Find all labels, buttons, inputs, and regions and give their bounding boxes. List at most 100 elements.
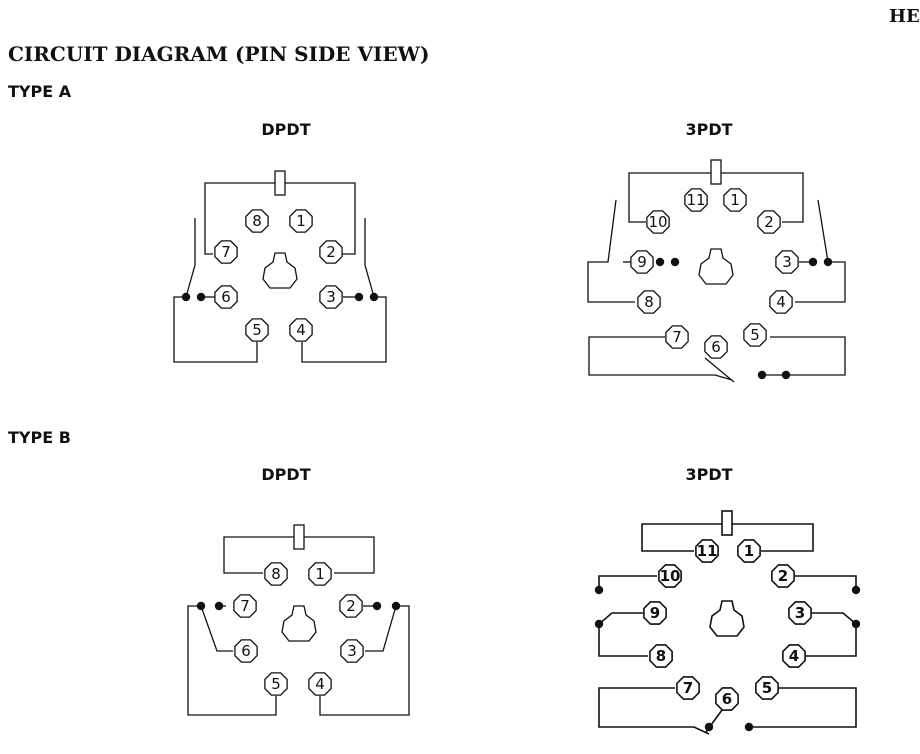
- pin-6-outline: [704, 335, 728, 359]
- contact-dot: [851, 619, 861, 629]
- pin-5-outline: [743, 323, 767, 347]
- pin-10-number: 10: [660, 567, 681, 585]
- right-loop-wire: [301, 296, 387, 363]
- pin-7-outline: [676, 676, 700, 700]
- pin-11-number: 11: [686, 191, 705, 209]
- pin-10-outline: [646, 210, 670, 234]
- pin-1-outline: [308, 562, 332, 586]
- contact-dot: [196, 601, 206, 611]
- pin-6-number: 6: [722, 690, 732, 708]
- contact-dot: [744, 722, 754, 732]
- pin-9-outline: [630, 250, 654, 274]
- pin-5-outline: [245, 318, 269, 342]
- pin-7-number: 7: [221, 243, 231, 261]
- pin-2-number: 2: [778, 567, 788, 585]
- pin-8-outline: [637, 290, 661, 314]
- left-loop-wire: [187, 605, 277, 716]
- pin-8-outline: [245, 209, 269, 233]
- contact-dot: [196, 292, 206, 302]
- pin-11-outline: [684, 188, 708, 212]
- contact-dot: [594, 619, 604, 629]
- coil-wire: [204, 182, 356, 255]
- contact-dot: [851, 585, 861, 595]
- pin-3-arm: [812, 612, 857, 625]
- pin-8-outline: [264, 562, 288, 586]
- pin-3-outline: [340, 639, 364, 663]
- pin-10-number: 10: [648, 213, 667, 231]
- pin-4-number: 4: [789, 647, 799, 665]
- contact-dot: [214, 601, 224, 611]
- contact-dot: [372, 601, 382, 611]
- pin-2-outline: [339, 594, 363, 618]
- type-a-dpdt-label: DPDT: [261, 120, 311, 139]
- relay-coil: [710, 159, 722, 185]
- socket-key: [262, 252, 298, 289]
- pin-1-number: 1: [315, 565, 325, 583]
- coil-return-wire: [204, 206, 213, 255]
- contact-dot: [181, 292, 191, 302]
- pin-6-arm: [704, 357, 735, 383]
- pin-1-number: 1: [730, 191, 740, 209]
- pin-3-outline: [788, 601, 812, 625]
- type-b-dpdt-label: DPDT: [261, 465, 311, 484]
- pin-7-outline: [233, 594, 257, 618]
- pin-1-outline: [289, 209, 313, 233]
- pin-4-number: 4: [315, 675, 325, 693]
- pin-2-outline: [319, 240, 343, 264]
- pin-5-number: 5: [252, 321, 262, 339]
- bottom-left-loop: [598, 687, 710, 735]
- pin-1-number: 1: [296, 212, 306, 230]
- right-upper-loop: [795, 199, 846, 303]
- pin-5-number: 5: [762, 679, 772, 697]
- coil-wire: [628, 172, 804, 223]
- relay-coil: [721, 510, 733, 536]
- pin-5-number: 5: [750, 326, 760, 344]
- type-b-3pdt-label: 3PDT: [685, 465, 733, 484]
- contact-dot: [823, 257, 833, 267]
- contact-dot: [704, 722, 714, 732]
- left-loop-wire: [173, 296, 258, 363]
- pin-4-outline: [769, 290, 793, 314]
- left-contact-arm: [185, 218, 196, 298]
- pin-6-number: 6: [711, 338, 721, 356]
- pin-3-number: 3: [326, 288, 336, 306]
- pin-9-number: 9: [650, 604, 660, 622]
- right-contact-arm: [365, 605, 397, 652]
- pin-6-outline: [715, 687, 739, 711]
- pin-2-outline: [771, 564, 795, 588]
- pin-1-outline: [737, 539, 761, 563]
- pin-8-number: 8: [252, 212, 262, 230]
- type-a-3pdt-label: 3PDT: [685, 120, 733, 139]
- pin-1-number: 1: [744, 542, 754, 560]
- bottom-right-loop: [762, 336, 846, 376]
- bottom-right-loop: [749, 687, 857, 728]
- pin-6-outline: [214, 285, 238, 309]
- pin-8-wire: [598, 624, 648, 657]
- pin-5-outline: [755, 676, 779, 700]
- pin-7-outline: [665, 325, 689, 349]
- pin-2-outline: [757, 210, 781, 234]
- pin-2-number: 2: [326, 243, 336, 261]
- pin-3-number: 3: [782, 253, 792, 271]
- pin-5-number: 5: [271, 675, 281, 693]
- contact-dot: [757, 370, 767, 380]
- socket-key: [698, 248, 734, 285]
- page-title: CIRCUIT DIAGRAM (PIN SIDE VIEW): [8, 42, 430, 66]
- contact-dot: [354, 292, 364, 302]
- right-contact-arm: [364, 218, 375, 298]
- socket-key: [709, 600, 745, 637]
- contact-dot: [369, 292, 379, 302]
- contact-dot: [391, 601, 401, 611]
- pin-8-number: 8: [271, 565, 281, 583]
- pin-9-arm: [598, 612, 643, 625]
- pin-4-number: 4: [776, 293, 786, 311]
- bottom-left-loop: [588, 336, 733, 381]
- pin-5-outline: [264, 672, 288, 696]
- pin-4-outline: [782, 644, 806, 668]
- contact-dot: [594, 585, 604, 595]
- pin-3-number: 3: [795, 604, 805, 622]
